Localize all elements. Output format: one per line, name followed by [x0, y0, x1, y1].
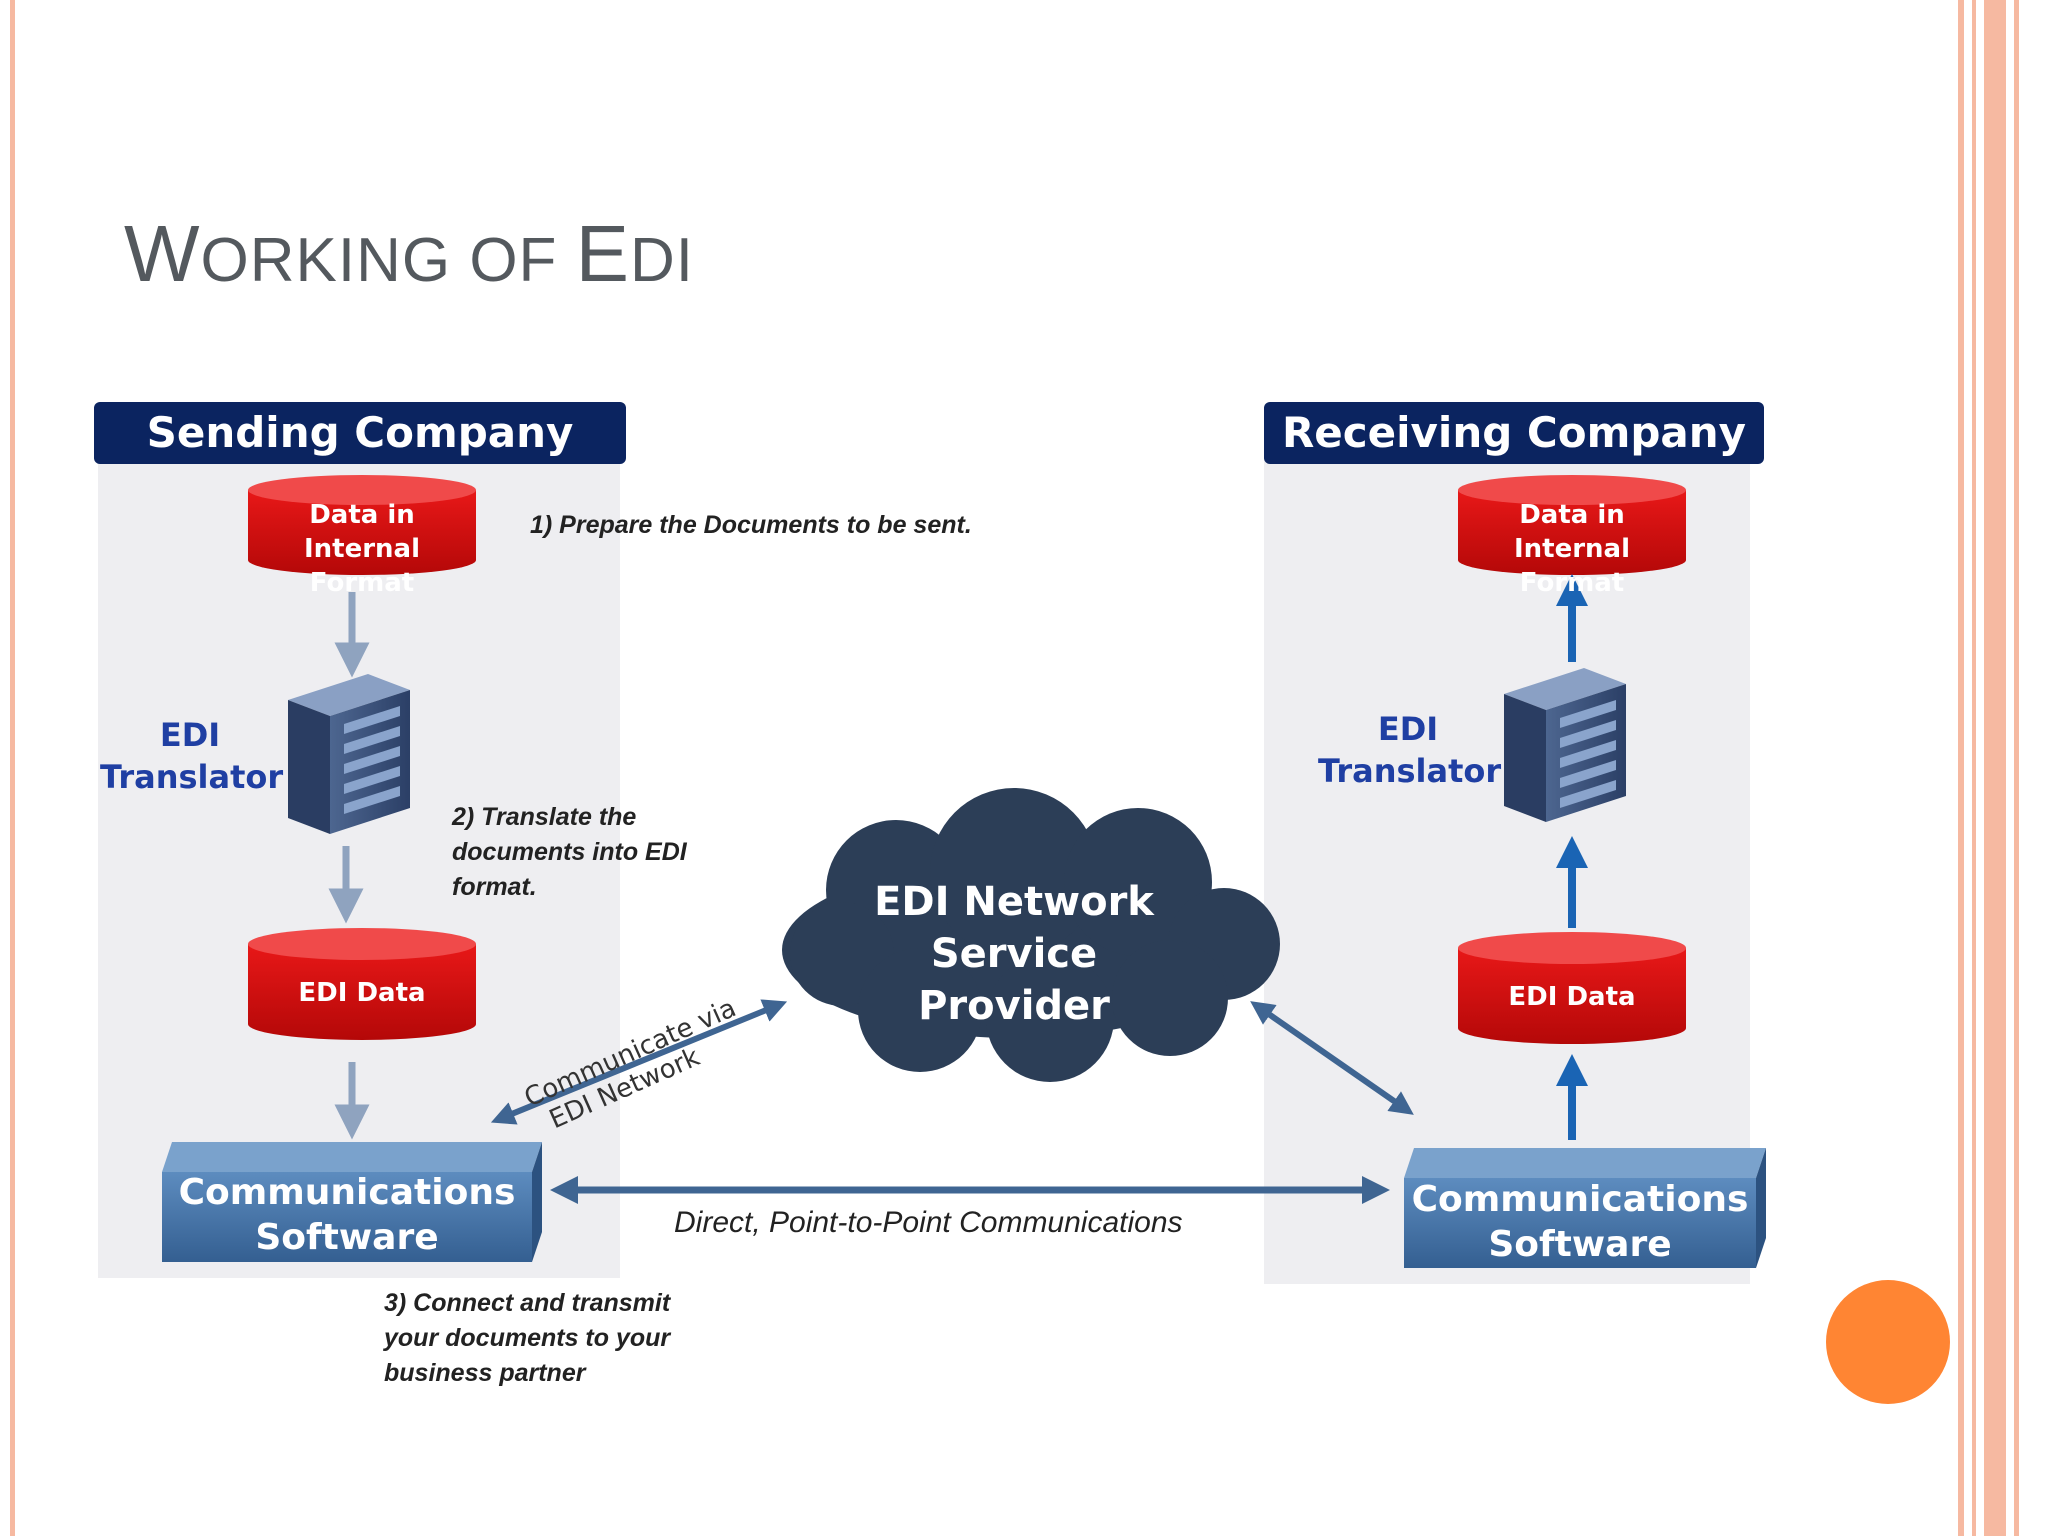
receiving-translator-line1: EDI: [1377, 710, 1439, 748]
left-border-stripe: [10, 0, 15, 1536]
cloud-to-receiver-arrow: [1250, 1001, 1414, 1115]
step-3-line2: your documents to your: [384, 1324, 671, 1352]
sending-translator-line2: Translator: [100, 758, 284, 796]
title-di: DI: [630, 226, 695, 295]
title-e: E: [575, 209, 631, 298]
sending-comm-line1: Communications: [178, 1172, 516, 1213]
communicate-via-network-arrow: [490, 999, 788, 1125]
receiving-comm-box: [1404, 1148, 1766, 1268]
sending-db-top-line1: Data in: [309, 500, 415, 530]
title-orking-of: ORKING OF: [200, 226, 576, 295]
sending-company-header: Sending Company: [94, 402, 626, 464]
edi-network-cloud-icon: [782, 788, 1280, 1082]
receiving-comm-label: Communications Software: [1404, 1177, 1756, 1267]
receiving-panel: [1264, 440, 1750, 1284]
step-1-text: 1) Prepare the Documents to be sent.: [530, 511, 972, 539]
sending-db-top: [248, 475, 476, 575]
right-border-stripe-1: [1958, 0, 1964, 1536]
direct-communications-label: Direct, Point-to-Point Communications: [674, 1206, 1183, 1239]
sending-comm-box: [162, 1142, 542, 1262]
sending-comm-label: Communications Software: [162, 1170, 532, 1260]
receiving-translator-line2: Translator: [1318, 752, 1502, 790]
sending-translator-line1: EDI: [159, 716, 221, 754]
step-2-text: 2) Translate the documents into EDI form…: [452, 800, 687, 905]
cloud-line1: EDI Network: [874, 879, 1154, 925]
title-w: W: [124, 209, 201, 298]
receiving-db-edi-label: EDI Data: [1508, 982, 1636, 1012]
cloud-line3: Provider: [918, 983, 1110, 1029]
sending-db-top-line2: Internal Format: [303, 534, 421, 598]
receiving-company-header: Receiving Company: [1264, 402, 1764, 464]
right-border-stripe-2: [1972, 0, 1976, 1536]
sending-db-edi: [248, 928, 476, 1040]
receiving-db-top-line2: Internal Format: [1513, 534, 1631, 598]
receiving-comm-line2: Software: [1488, 1224, 1672, 1265]
sending-db-edi-label: EDI Data: [298, 978, 426, 1008]
step-2-line2: documents into EDI: [452, 838, 687, 866]
orange-dot-decoration: [1826, 1280, 1950, 1404]
receiving-comm-line1: Communications: [1411, 1179, 1749, 1220]
sending-server-icon: [288, 674, 410, 834]
right-border-stripe-4: [2014, 0, 2019, 1536]
right-border-stripe-3: [1984, 0, 2006, 1536]
step-3-line1: 3) Connect and transmit: [384, 1289, 671, 1317]
step-2-line3: format.: [452, 873, 537, 901]
slide-title: WORKING OF EDI: [124, 208, 694, 300]
sending-translator-label: EDI Translator: [100, 714, 284, 798]
sending-db-top-label: Data in Internal Format: [248, 498, 476, 600]
receiving-translator-label: EDI Translator: [1318, 708, 1502, 792]
step-3-text: 3) Connect and transmit your documents t…: [384, 1286, 670, 1391]
receiving-db-top-label: Data in Internal Format: [1458, 498, 1686, 600]
step-3-line3: business partner: [384, 1359, 586, 1387]
cloud-line2: Service: [930, 931, 1098, 977]
receiving-db-top: [1458, 475, 1686, 575]
receiving-db-edi: [1458, 932, 1686, 1044]
receiving-server-icon: [1504, 668, 1626, 822]
step-2-line1: 2) Translate the: [452, 803, 637, 831]
receiving-db-top-line1: Data in: [1519, 500, 1625, 530]
cloud-label: EDI Network Service Provider: [854, 876, 1174, 1032]
sending-comm-line2: Software: [255, 1217, 439, 1258]
